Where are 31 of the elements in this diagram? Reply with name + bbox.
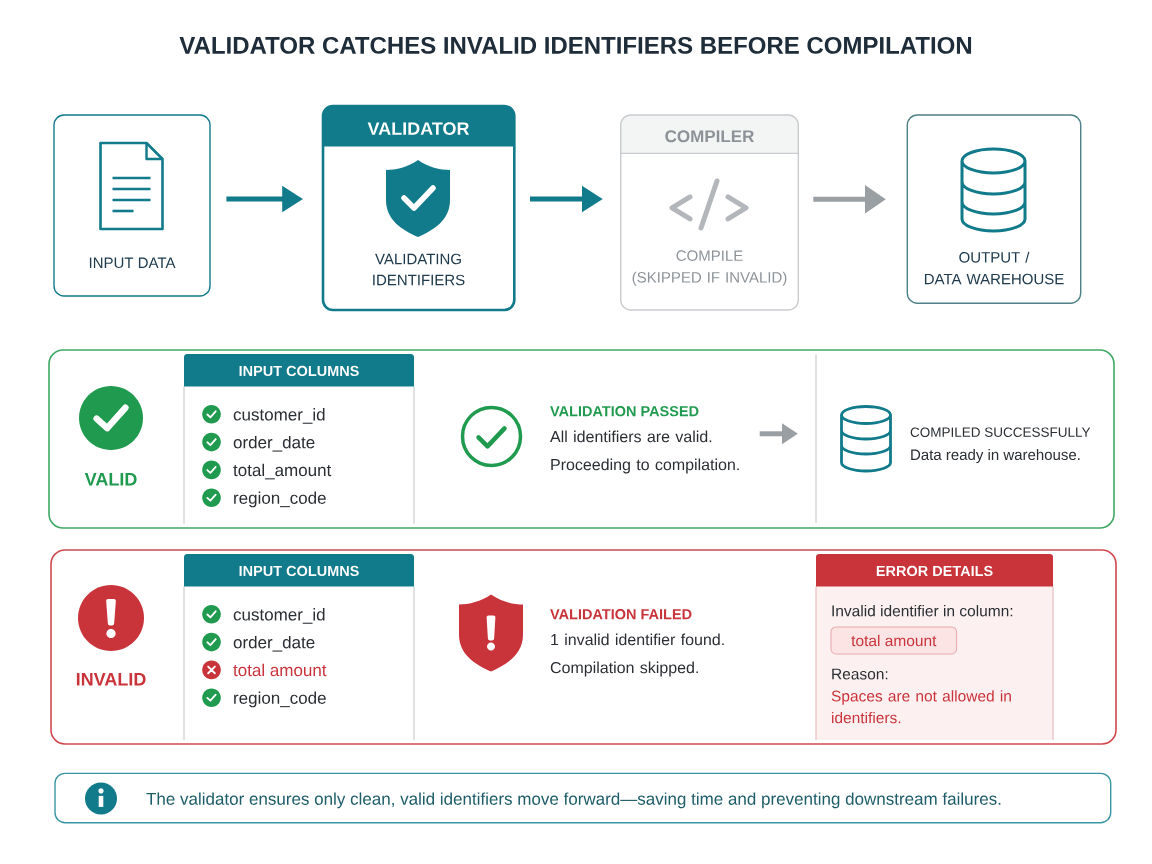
card-header: ERROR DETAILS — [816, 554, 1053, 587]
status-heading: COMPILED SUCCESSFULLY — [910, 427, 1091, 437]
column-name: order_date — [233, 635, 315, 652]
status-text: 1 invalid identifier found. Compilation skipped. — [550, 633, 724, 677]
status-heading: VALIDATION FAILED — [550, 609, 692, 620]
detail-text: Invalid identifier in column: — [832, 605, 1013, 617]
box-header: VALIDATOR — [323, 106, 515, 147]
box-label: OUTPUT / DATA WAREHOUSE — [924, 251, 1064, 285]
info-text: The validator ensures only clean, valid identifiers move forward—saving time and preventing downstream failures. — [146, 792, 1001, 809]
column-name: customer_id — [233, 408, 325, 424]
column-name: total amount — [233, 663, 327, 677]
title: VALIDATOR CATCHES INVALID IDENTIFIERS BEFORE COMPILATION — [179, 36, 972, 54]
detail-text: Reason: — [832, 668, 888, 680]
status-text: All identifiers are valid. Proceeding to compilation. — [550, 430, 739, 474]
error-reason: Spaces are not allowed in identifiers. — [831, 690, 1011, 724]
column-name: order_date — [233, 435, 315, 452]
column-name: total_amount — [233, 463, 332, 480]
box-header: COMPILER — [620, 115, 799, 154]
status-text: Data ready in warehouse. — [911, 449, 1080, 463]
status-label: INVALID — [76, 673, 146, 686]
column-name: region_code — [234, 491, 326, 508]
table-header: INPUT COLUMNS — [184, 354, 414, 387]
tag: total amount — [830, 626, 958, 655]
box-label: INPUT DATA — [89, 257, 176, 269]
table-header: INPUT COLUMNS — [184, 554, 414, 587]
box-label: COMPILE (SKIPPED IF INVALID) — [632, 250, 787, 286]
status-heading: VALIDATION PASSED — [550, 406, 699, 417]
column-name: customer_id — [233, 608, 325, 624]
column-name: region_code — [234, 691, 326, 708]
box-label: VALIDATING IDENTIFIERS — [373, 253, 465, 286]
status-label: VALID — [84, 473, 137, 486]
